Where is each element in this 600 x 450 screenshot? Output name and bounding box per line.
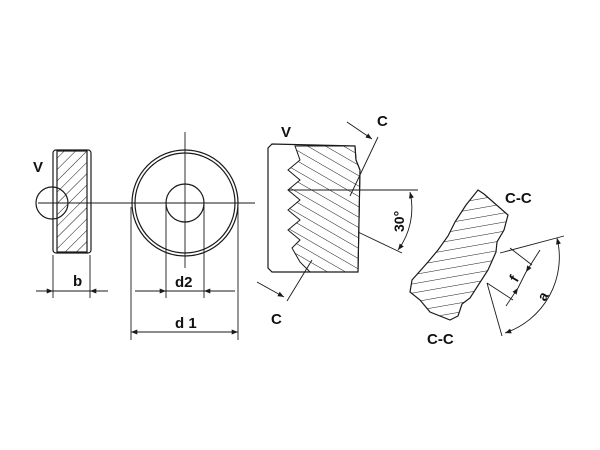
section-title-bottom: C-C [427, 331, 454, 348]
section-title-top: C-C [505, 190, 532, 207]
label-v-2: V [281, 124, 291, 141]
section-view: C-C C-C f a [409, 189, 565, 348]
wheel-side-outline [52, 149, 92, 254]
dim-d2-label: d2 [175, 274, 193, 291]
angle-arc [397, 191, 414, 251]
section-line-bottom [286, 259, 313, 302]
dim-b-label: b [73, 273, 82, 290]
angle-a-arc [504, 237, 561, 334]
label-v: V [33, 159, 43, 176]
dim-d1-label: d 1 [175, 315, 197, 332]
dim-a-label: a [534, 289, 552, 304]
section-label-bottom: C [271, 311, 282, 328]
section-profile [409, 189, 509, 321]
front-view: d2 d 1 [117, 132, 255, 340]
wheel-side-hatch [56, 150, 88, 253]
knurl-teeth [287, 145, 361, 273]
angle-label: 30° [391, 211, 407, 232]
side-view: V b [33, 149, 118, 298]
section-line-top [349, 136, 379, 197]
dim-f-label: f [506, 272, 522, 284]
knurl-view: V C C 30° [256, 113, 418, 328]
section-label-top: C [377, 113, 388, 130]
